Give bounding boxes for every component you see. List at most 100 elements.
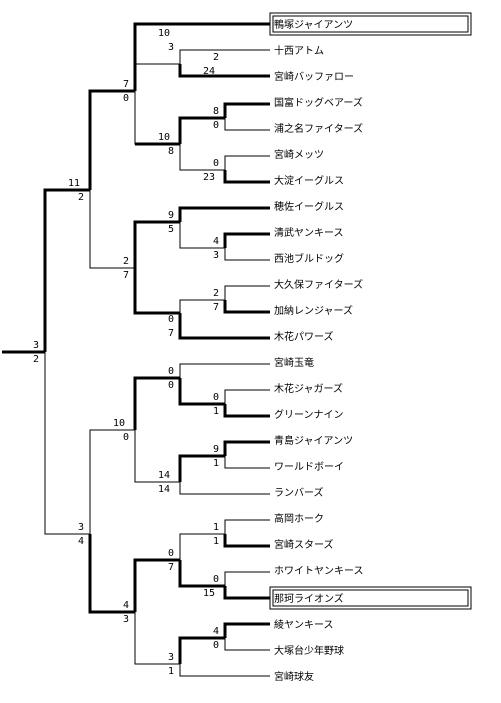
team-name: 木花パワーズ [274, 330, 334, 343]
score-top: 2 [213, 288, 219, 299]
score-top: 10 [113, 418, 125, 429]
score-bottom: 0 [123, 432, 129, 443]
bracket-line [133, 22, 270, 91]
score-bottom: 23 [203, 172, 215, 183]
bracket-line [133, 376, 180, 430]
highlight-box-naka-inner [272, 589, 469, 607]
bracket-line [223, 534, 270, 548]
bracket-line [179, 363, 270, 378]
score-bottom: 1 [213, 536, 219, 547]
score-top: 3 [168, 652, 174, 663]
score-bottom: 15 [203, 588, 215, 599]
score-top: 0 [168, 314, 174, 325]
bracket-line [224, 389, 270, 404]
team-name: グリーンナイン [274, 408, 344, 421]
team-name: ワールドボーイ [274, 461, 344, 473]
score-top: 0 [213, 158, 219, 169]
score-top: 11 [68, 178, 80, 189]
score-top: 0 [213, 392, 219, 403]
bracket-line [89, 429, 135, 534]
bracket-line [134, 430, 180, 483]
score-top: 4 [213, 236, 219, 247]
bracket-line [178, 378, 225, 406]
score-top: 2 [123, 256, 129, 267]
bracket-line [179, 222, 225, 249]
team-name: ランバーズ [274, 486, 324, 499]
bracket-line [88, 89, 135, 190]
team-name: 穂佐イーグルス [274, 200, 344, 213]
team-name: 那珂ライオンズ [274, 592, 344, 605]
team-name: 浦之名ファイターズ [274, 122, 363, 135]
score-bottom: 1 [213, 406, 219, 417]
scores: 8 0 0 23 4 3 2 7 0 1 9 1 1 1 0 15 4 0 2 … [33, 28, 219, 677]
score-bottom: 3 [213, 250, 219, 261]
score-bottom: 7 [213, 302, 219, 313]
score-bottom: 14 [158, 484, 170, 495]
bracket-line [223, 300, 270, 314]
bracket-line [89, 190, 135, 269]
bracket-line [179, 49, 270, 64]
bracket-line [223, 404, 270, 418]
score-bottom: 1 [213, 458, 219, 469]
score-top: 4 [123, 600, 129, 611]
team-name: 大塚台少年野球 [274, 644, 344, 657]
bracket-line [178, 560, 225, 588]
score-bottom: 2 [78, 192, 84, 203]
score-bottom: 1 [168, 666, 174, 677]
score-bottom: 0 [213, 120, 219, 131]
bracket-line [179, 482, 270, 495]
team-name: 西池ブルドッグ [274, 252, 344, 265]
score-bottom: 2 [33, 354, 39, 365]
team-name: 宮崎メッツ [274, 148, 324, 161]
bracket-line [178, 116, 225, 144]
score-top: 0 [168, 548, 174, 559]
score-bottom: 3 [168, 42, 174, 53]
score-bottom: 3 [123, 614, 129, 625]
team-name: 宮崎球友 [274, 670, 314, 683]
score-bottom: 0 [123, 93, 129, 104]
bracket-line [133, 558, 180, 612]
score-top: 4 [213, 626, 219, 637]
bracket-line [133, 220, 180, 268]
bracket-line [134, 612, 180, 665]
score-top: 1 [213, 522, 219, 533]
bracket-line [223, 232, 270, 248]
highlight-box-kamotsuka-inner [272, 15, 469, 33]
score-top: 3 [33, 340, 39, 351]
round-4-lines [88, 89, 135, 614]
bracket-line [223, 170, 270, 184]
score-bottom: 7 [168, 562, 174, 573]
score-top: 7 [123, 79, 129, 90]
score-top: 14 [158, 470, 170, 481]
score-bottom: 5 [168, 224, 174, 235]
bracket-line [178, 313, 270, 340]
team-name: 加納レンジャーズ [274, 304, 353, 317]
score-bottom: 0 [168, 380, 174, 391]
score-bottom: 4 [78, 536, 84, 547]
team-name: 宮崎玉竜 [274, 356, 314, 369]
score-top: 3 [78, 522, 84, 533]
team-name: 宮崎バッファロー [274, 70, 354, 83]
team-name: 十西アトム [274, 44, 324, 57]
final-lines [2, 188, 90, 535]
score-top: 2 [213, 52, 219, 63]
bracket-line [224, 456, 270, 469]
round-1-lines [223, 102, 270, 651]
bracket-line [88, 534, 135, 614]
team-name: 宮崎スターズ [274, 538, 334, 551]
score-top: 10 [158, 28, 170, 39]
bracket-line [223, 102, 270, 118]
bracket-line [224, 571, 270, 586]
team-list: 鴨塚ジャイアンツ 十西アトム 宮崎バッファロー 国富ドッグベアーズ 浦之名ファイ… [274, 18, 364, 683]
score-top: 8 [213, 106, 219, 117]
bracket-line [179, 299, 225, 313]
bracket-line [178, 454, 225, 482]
score-top: 0 [213, 574, 219, 585]
team-name: 綾ヤンキース [274, 618, 334, 631]
team-name: 青島ジャイアンツ [274, 434, 353, 447]
bracket-line [179, 533, 225, 560]
score-bottom: 8 [168, 146, 174, 157]
bracket-line [179, 664, 270, 677]
bracket-line [178, 64, 270, 78]
